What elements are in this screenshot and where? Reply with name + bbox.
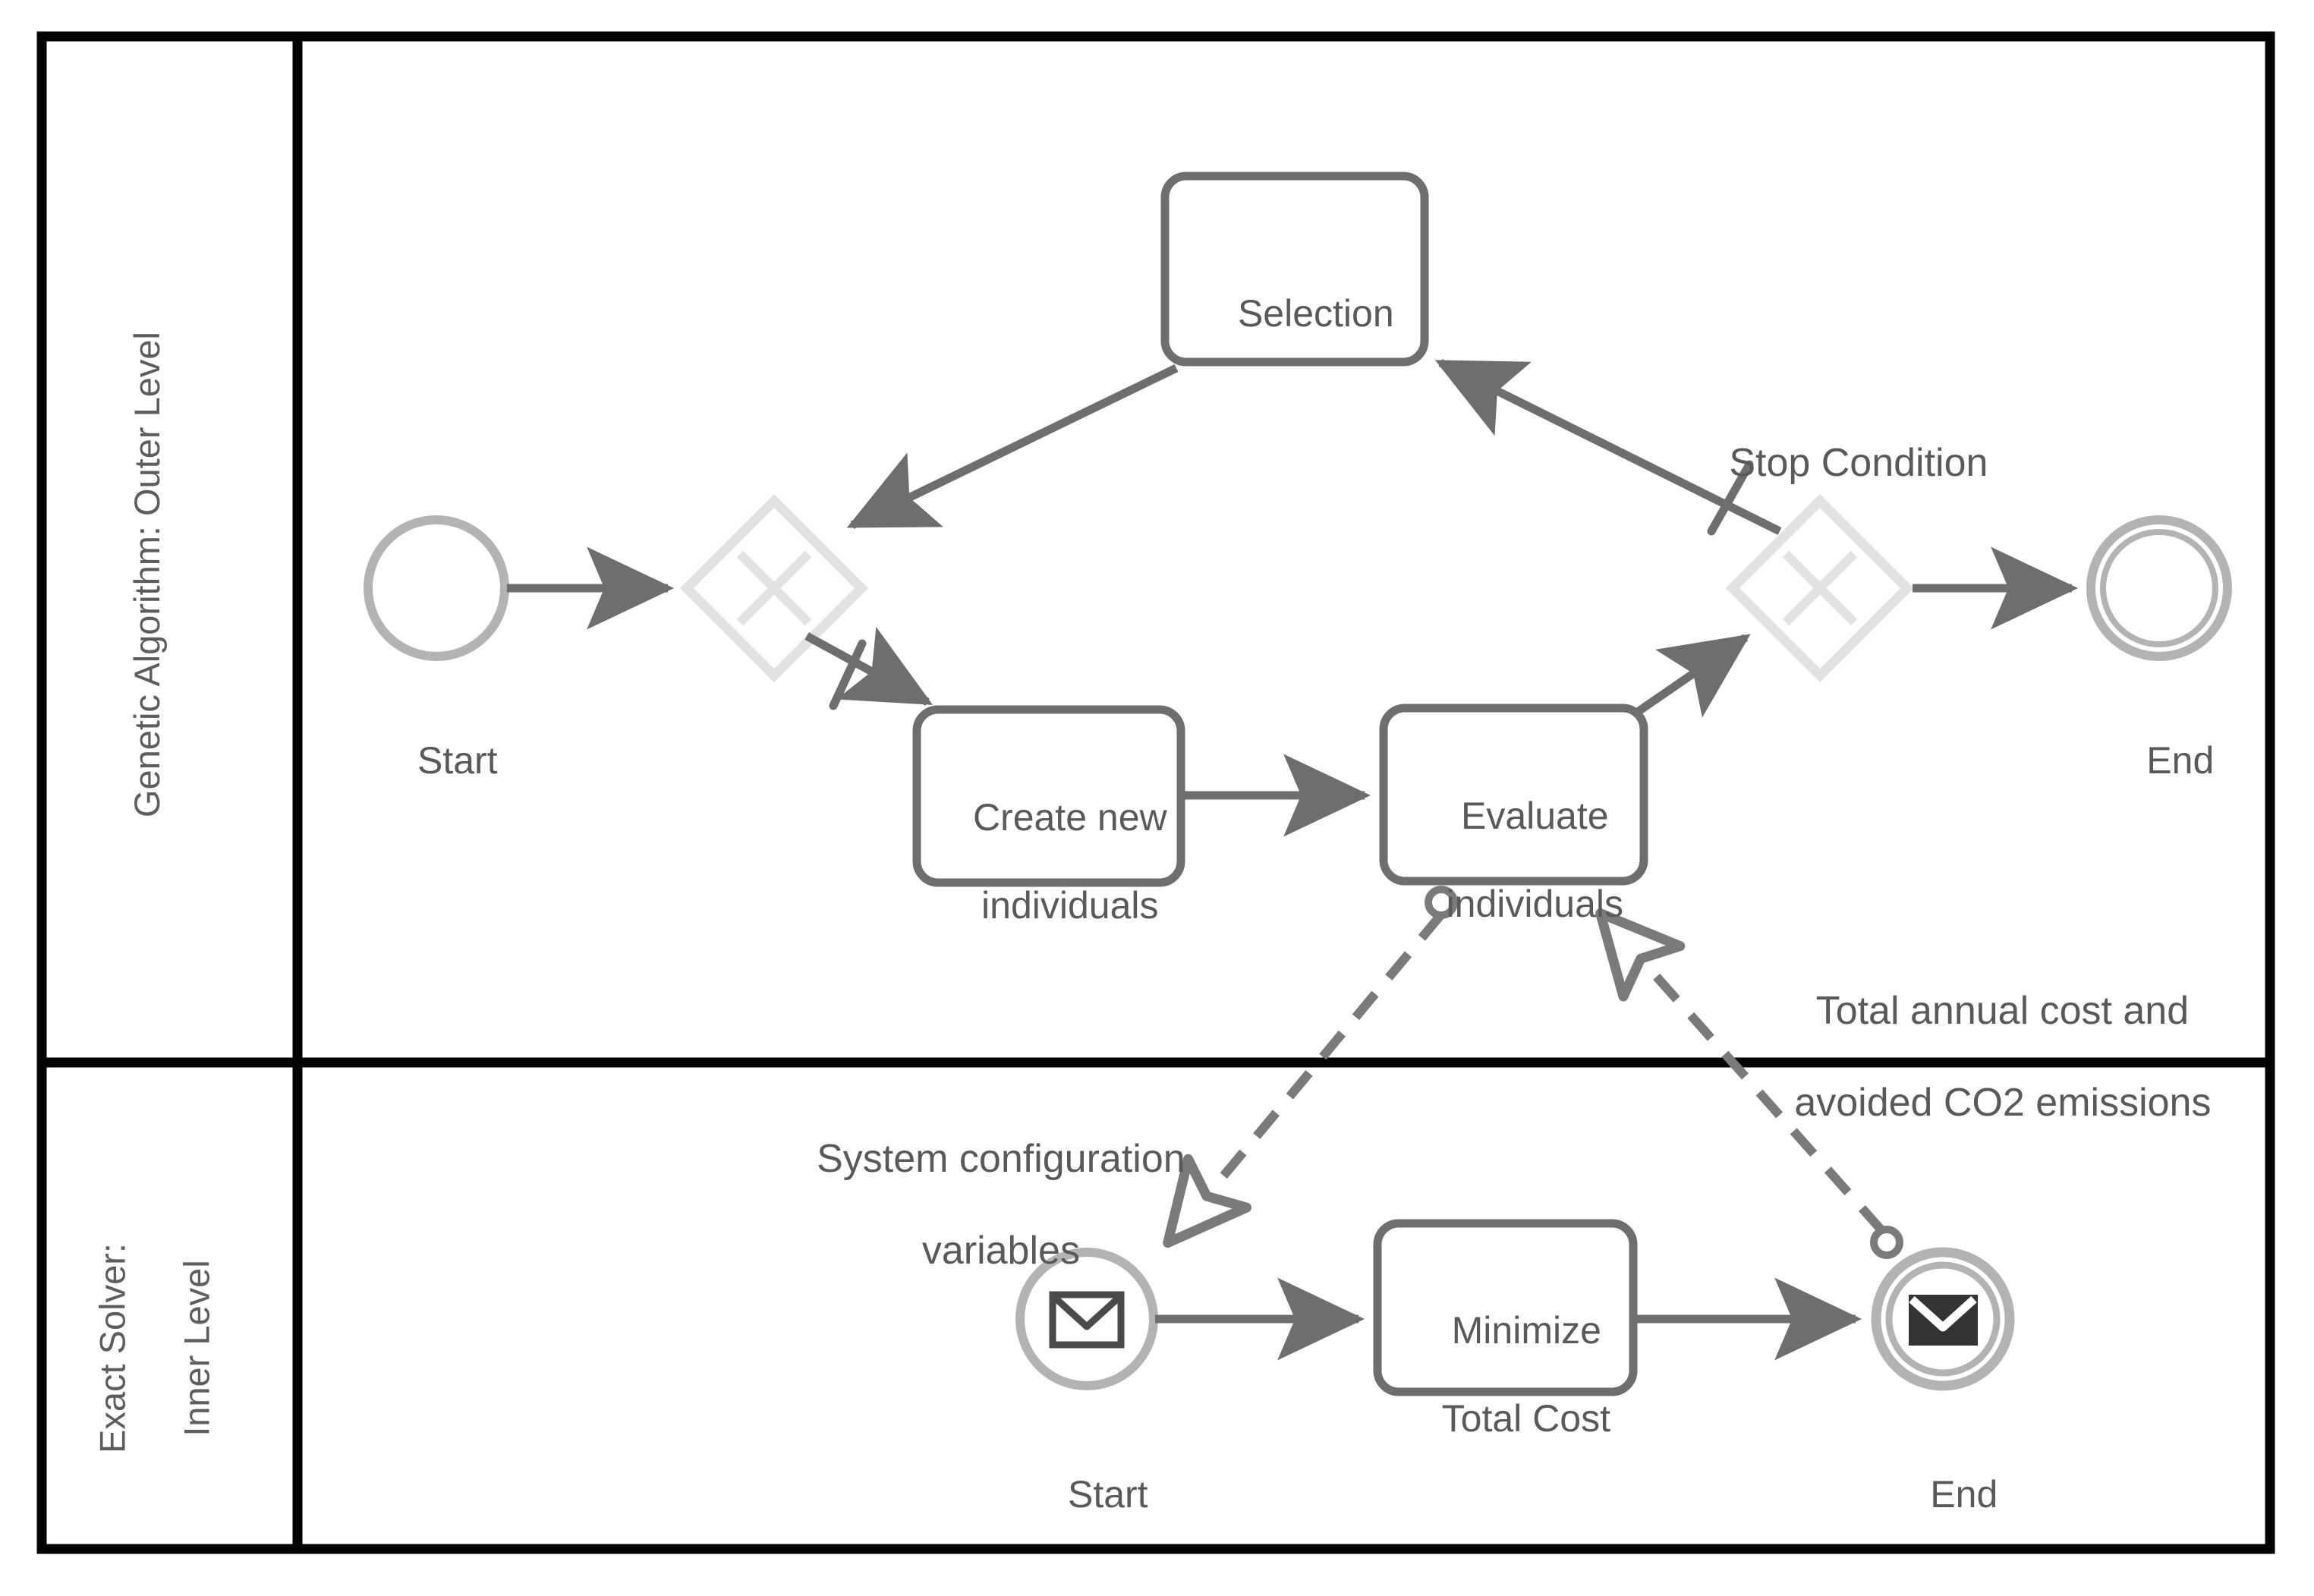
exclusive-gateway-stop-shape[interactable] <box>1725 493 1915 683</box>
task-minimize-label: Minimize Total Cost <box>1377 1264 1633 1484</box>
lane-title-inner-line2: Inner Level <box>176 1260 217 1437</box>
start-event-inner-label: Start <box>950 1428 1223 1560</box>
end-event-inner-label: End <box>1806 1428 2079 1560</box>
message-start-event-shape[interactable] <box>1015 1248 1158 1390</box>
end-event-outer-shape[interactable] <box>2086 515 2232 661</box>
message-flow-evaluate-to-start-inner <box>1163 911 1445 1248</box>
message-flow-layer <box>1163 908 1886 1248</box>
task-minimize-shape[interactable] <box>1373 1219 1638 1396</box>
total-annual-cost-label: Total annual cost and avoided CO2 emissi… <box>1700 943 2262 1172</box>
task-minimize-label-line2: Total Cost <box>1441 1397 1610 1440</box>
default-slash-gateway-create <box>829 639 867 710</box>
total-cost-label-line2: avoided CO2 emissions <box>1794 1080 2212 1125</box>
sequence-flow-layer <box>507 359 2079 837</box>
flow-gateway-to-create <box>804 626 933 706</box>
flow-evaluate-to-stop-gateway <box>1632 634 1751 718</box>
task-evaluate-label-line2: individuals <box>1446 883 1624 925</box>
envelope-filled-icon <box>1909 1295 1978 1346</box>
lane-title-inner: Exact Solver: Inner Level <box>49 1209 260 1528</box>
stop-condition-label: Stop Condition <box>1639 395 2034 532</box>
task-selection-shape[interactable] <box>1160 172 1429 367</box>
flow-selection-to-gateway <box>846 364 1179 529</box>
end-event-outer-label-text: End <box>2146 739 2215 782</box>
message-flow-origin-markers <box>1425 886 1903 1259</box>
message-origin-circle-end-inner <box>1870 1226 1903 1259</box>
end-event-inner-label-text: End <box>1930 1473 1998 1516</box>
lane-title-outer-text: Genetic Algorithm: Outer Level <box>127 332 168 818</box>
message-origin-circle-evaluate <box>1425 886 1458 919</box>
envelope-outline-icon <box>1049 1291 1125 1349</box>
default-slash-gateway-selection <box>1707 460 1754 536</box>
message-end-event-shape[interactable] <box>1871 1247 2015 1391</box>
start-event-outer-label-text: Start <box>417 739 498 782</box>
system-config-label-line1: System configuration <box>817 1137 1185 1182</box>
end-event-outer-label: End <box>2023 694 2296 826</box>
start-event-outer-label: Start <box>300 694 573 826</box>
task-selection-label-text: Selection <box>1237 292 1394 335</box>
system-config-label-line2: variables <box>921 1228 1080 1273</box>
start-event-outer-shape[interactable] <box>364 515 509 661</box>
pool-frame <box>36 31 2275 1554</box>
task-create-label-line1: Create new <box>972 796 1167 839</box>
task-minimize-label-line1: Minimize <box>1451 1309 1601 1352</box>
task-evaluate-label-line1: Evaluate <box>1460 795 1609 837</box>
start-event-inner-label-text: Start <box>1067 1473 1148 1516</box>
task-create-label-line2: individuals <box>981 884 1159 927</box>
stop-condition-label-text: Stop Condition <box>1729 441 1988 486</box>
task-evaluate-shape[interactable] <box>1379 704 1648 886</box>
message-flow-end-inner-to-evaluate <box>1595 908 1886 1234</box>
lane-title-outer: Genetic Algorithm: Outer Level <box>84 298 210 890</box>
default-flow-markers <box>829 460 1754 710</box>
lane-title-inner-line1: Exact Solver: <box>92 1243 133 1453</box>
task-selection-label: Selection <box>1165 247 1425 379</box>
task-evaluate-label: Evaluate individuals <box>1384 750 1644 970</box>
task-create-label: Create new individuals <box>917 751 1181 971</box>
total-cost-label-line1: Total annual cost and <box>1815 989 2190 1034</box>
system-configuration-variables-label: System configuration variables <box>706 1091 1252 1320</box>
task-create-shape[interactable] <box>912 705 1185 887</box>
exclusive-gateway-split-shape[interactable] <box>679 493 869 683</box>
